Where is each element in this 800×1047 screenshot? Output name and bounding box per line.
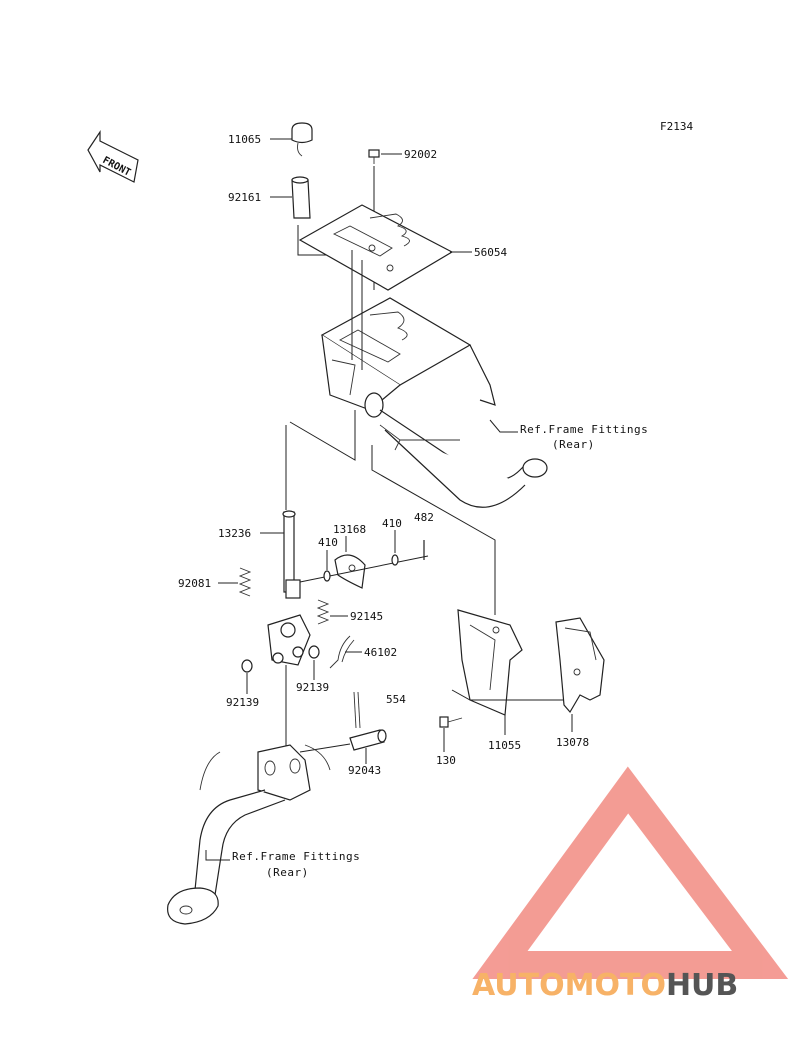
label-11065: 11065	[228, 133, 261, 146]
bracket-13078	[555, 617, 605, 714]
label-13236: 13236	[218, 527, 251, 540]
label-92043: 92043	[348, 764, 381, 777]
label-92145: 92145	[350, 610, 383, 623]
washer-92139-right	[308, 645, 320, 659]
ref-lower-line2: (Rear)	[266, 866, 309, 879]
shift-knob-cap	[291, 122, 313, 157]
label-410-left: 410	[318, 536, 338, 549]
shift-grip	[291, 176, 311, 219]
ref-upper-line1: Ref.Frame Fittings	[520, 423, 648, 436]
label-554: 554	[386, 693, 406, 706]
clevis-pin-92043	[349, 729, 387, 751]
front-arrow-icon: FRONT	[87, 130, 139, 183]
label-46102: 46102	[364, 646, 397, 659]
label-56054: 56054	[474, 246, 507, 259]
spring-92145	[316, 599, 330, 625]
label-13078: 13078	[556, 736, 589, 749]
spring-92081	[238, 567, 252, 597]
watermark-logo-icon	[472, 766, 789, 979]
washer-410-left	[323, 570, 331, 582]
shift-gate-plate	[298, 204, 454, 291]
label-482: 482	[414, 511, 434, 524]
washer-92139-left	[241, 659, 253, 673]
watermark-brand-part1: AUTOMOTO	[472, 968, 666, 1003]
shift-pedal-frame	[167, 744, 331, 925]
label-92139-right: 92139	[296, 681, 329, 694]
bolt-92002	[368, 149, 380, 164]
figure-code: F2134	[660, 120, 693, 133]
label-92139-left: 92139	[226, 696, 259, 709]
label-92081: 92081	[178, 577, 211, 590]
label-410-right: 410	[382, 517, 402, 530]
label-13168: 13168	[333, 523, 366, 536]
label-92161: 92161	[228, 191, 261, 204]
washer-410-right	[391, 554, 399, 566]
ref-lower-line1: Ref.Frame Fittings	[232, 850, 360, 863]
label-92002: 92002	[404, 148, 437, 161]
ref-upper-line2: (Rear)	[552, 438, 595, 451]
label-11055: 11055	[488, 739, 521, 752]
watermark-brand-part2: HUB	[666, 968, 738, 1003]
shift-lever-shaft	[267, 510, 311, 666]
label-130: 130	[436, 754, 456, 767]
watermark-brand: AUTOMOTOHUB	[472, 968, 738, 1003]
cotter-pin-554	[353, 691, 361, 729]
bolt-130	[439, 716, 463, 728]
frame-bracket-upper	[320, 297, 548, 508]
rod-46102	[329, 635, 355, 669]
cover-11055	[457, 609, 523, 716]
